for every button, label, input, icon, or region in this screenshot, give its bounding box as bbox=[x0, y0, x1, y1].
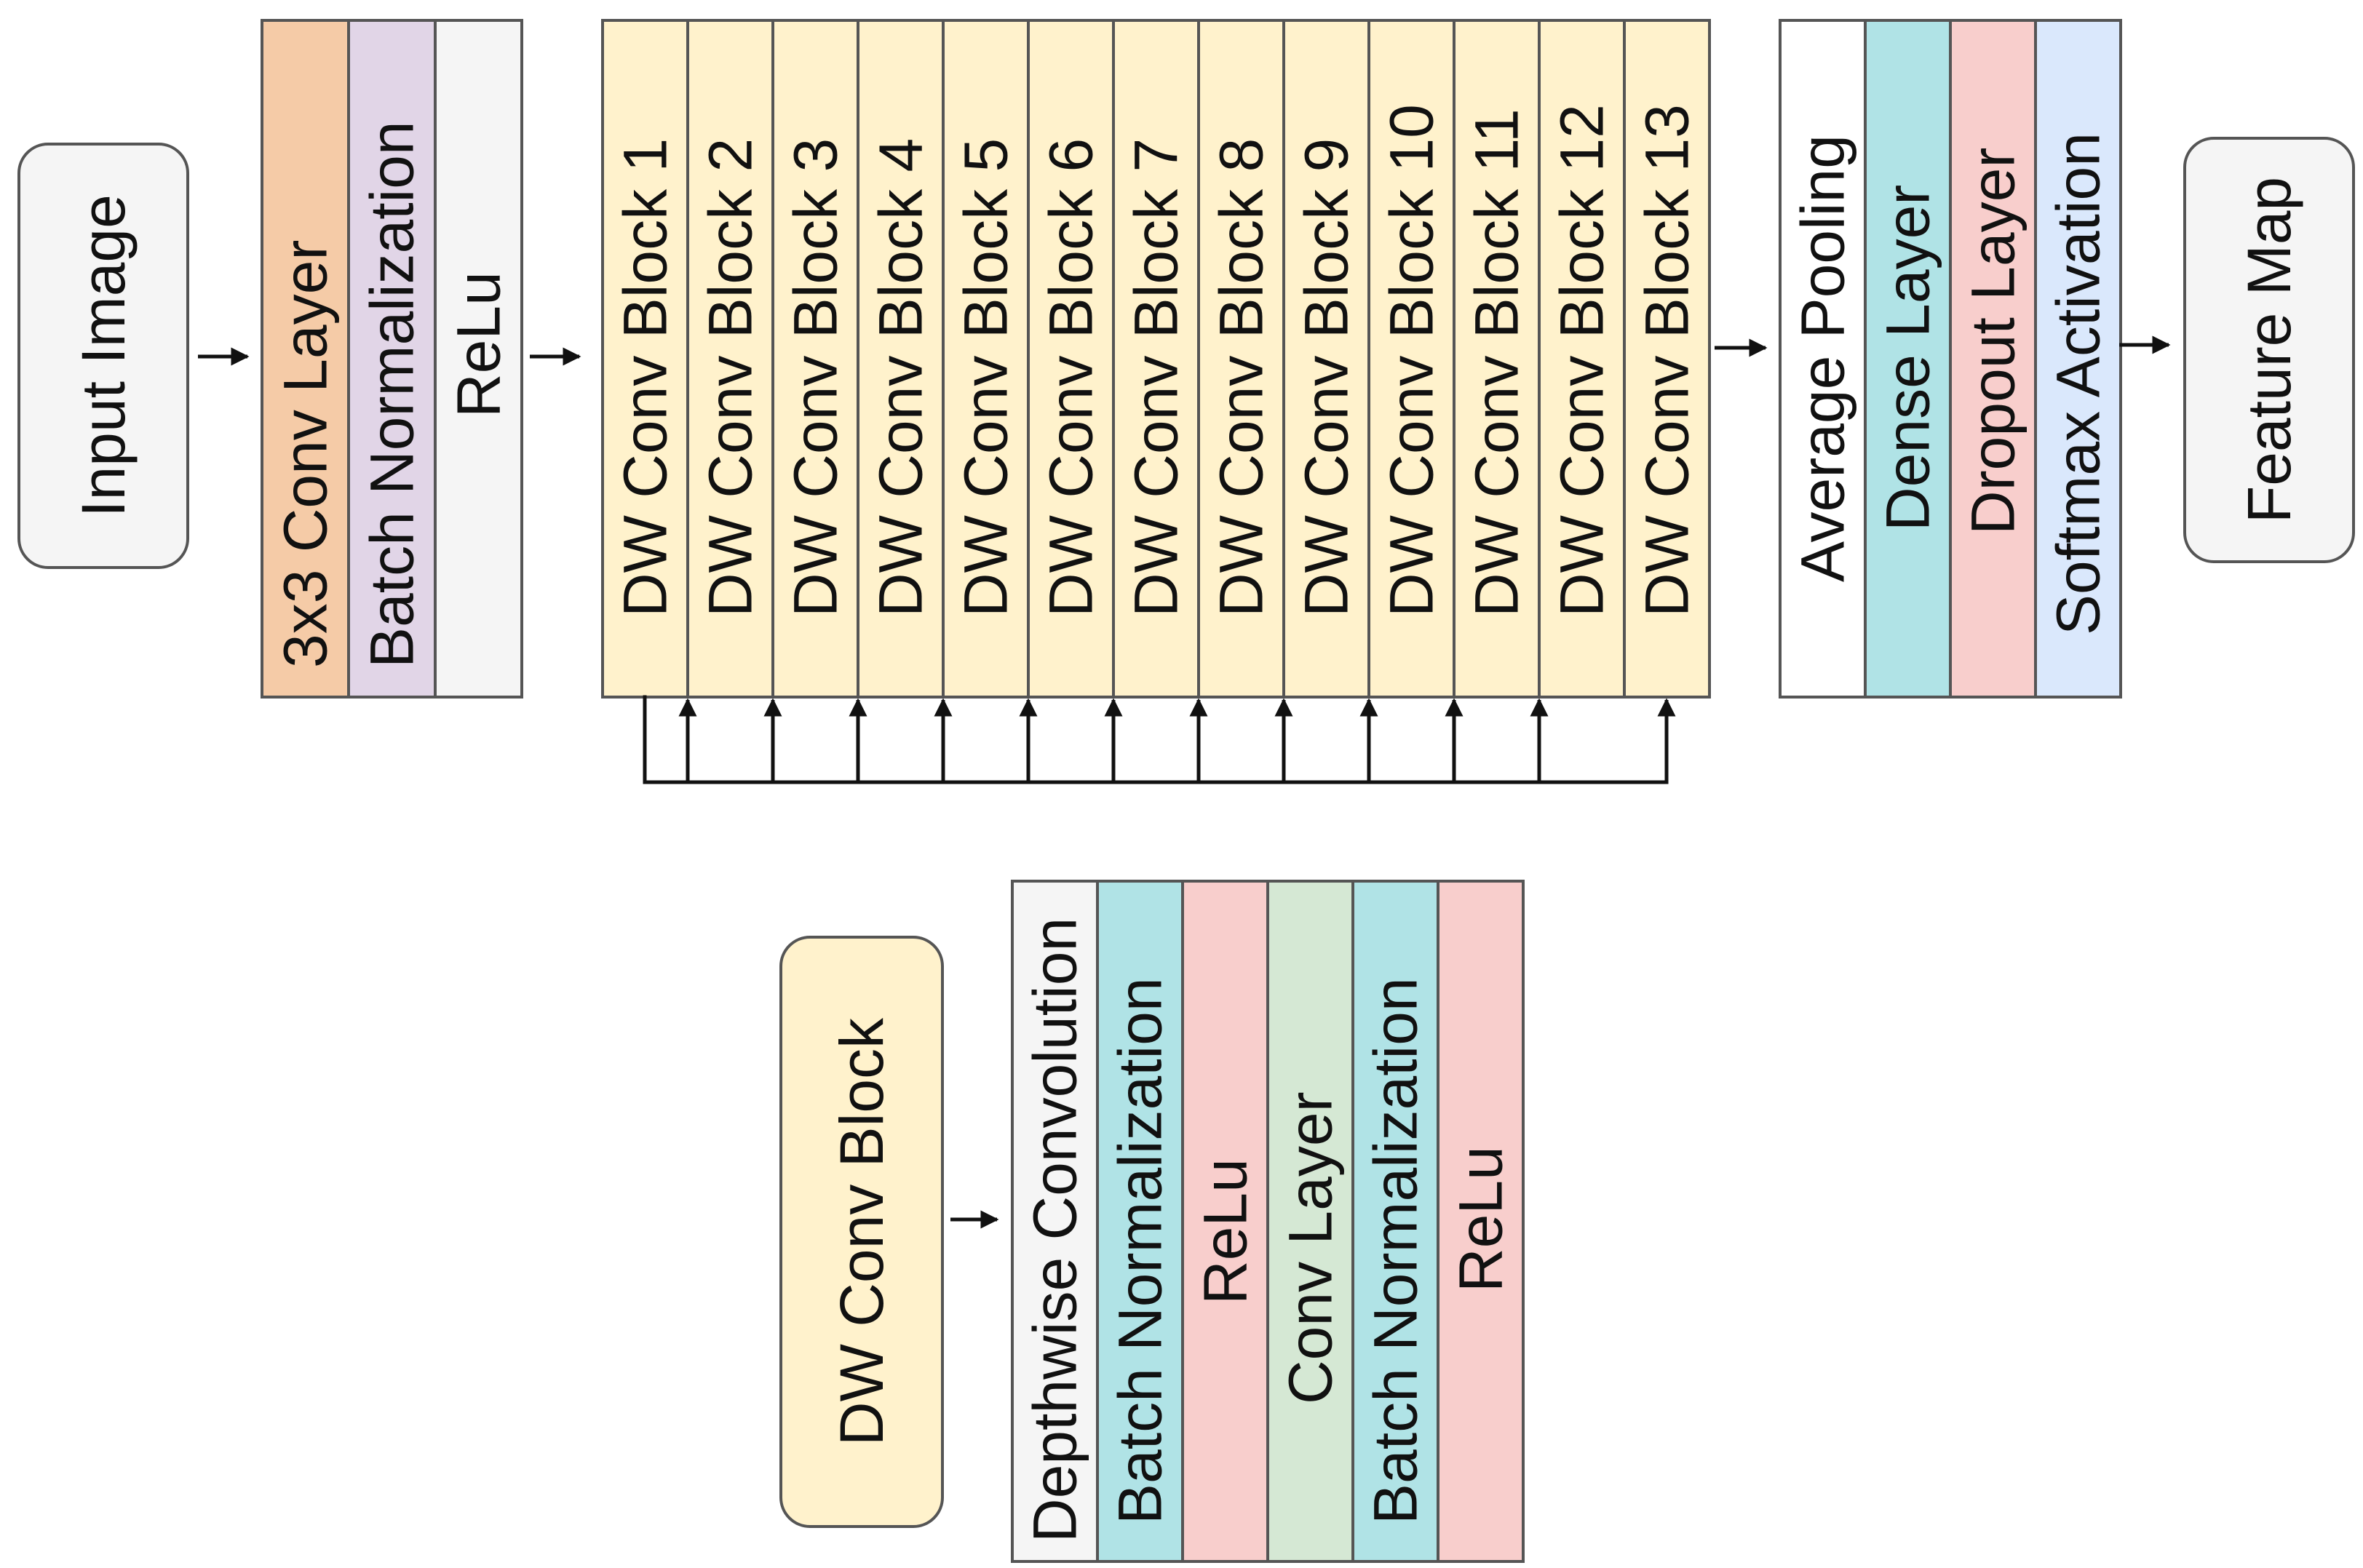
dw-conv-block-7 bbox=[1112, 19, 1200, 699]
dw-conv-block-label-6: DW Conv Block 6 bbox=[1037, 138, 1105, 617]
head-layer-3 bbox=[1949, 19, 2037, 699]
detail-label-6: ReLu bbox=[1447, 1146, 1515, 1292]
stem-layer-2 bbox=[347, 19, 437, 699]
dw-conv-block-detail-label: DW Conv Block bbox=[827, 1017, 896, 1446]
detail-layer-4 bbox=[1266, 880, 1354, 1563]
dw-conv-block-label-4: DW Conv Block 4 bbox=[867, 138, 935, 617]
dw-conv-block-10 bbox=[1367, 19, 1455, 699]
dw-conv-block-3 bbox=[771, 19, 859, 699]
dw-conv-block-label-10: DW Conv Block 10 bbox=[1378, 104, 1446, 617]
head-label-1: Average Pooling bbox=[1789, 135, 1857, 582]
head-label-3: Dropout Layer bbox=[1959, 148, 2028, 535]
dw-conv-block-8 bbox=[1197, 19, 1285, 699]
dw-conv-block-13 bbox=[1623, 19, 1711, 699]
detail-label-2: Batch Normalization bbox=[1106, 977, 1175, 1524]
dw-conv-block-label-5: DW Conv Block 5 bbox=[952, 138, 1020, 617]
dw-conv-block-label-1: DW Conv Block 1 bbox=[611, 138, 680, 617]
dw-conv-block-label-2: DW Conv Block 2 bbox=[696, 138, 765, 617]
dw-conv-block-label-3: DW Conv Block 3 bbox=[782, 138, 850, 617]
dw-conv-block-label-7: DW Conv Block 7 bbox=[1122, 138, 1191, 617]
dw-conv-block-label-12: DW Conv Block 12 bbox=[1548, 104, 1616, 617]
input-image-label: Input Image bbox=[69, 194, 138, 517]
dw-conv-block-11 bbox=[1453, 19, 1541, 699]
stem-layer-1 bbox=[261, 19, 350, 699]
dw-conv-block-9 bbox=[1282, 19, 1370, 699]
stem-layer-3 bbox=[434, 19, 523, 699]
dw-conv-block-2 bbox=[686, 19, 774, 699]
feature-map-box bbox=[2183, 137, 2355, 563]
dw-conv-block-6 bbox=[1027, 19, 1115, 699]
stem-label-2: Batch Normalization bbox=[358, 121, 426, 668]
stem-label-1: 3x3 Conv Layer bbox=[271, 240, 340, 668]
dw-conv-block-detail-box bbox=[779, 936, 944, 1528]
head-label-2: Dense Layer bbox=[1874, 185, 1942, 531]
head-label-4: Softmax Activation bbox=[2044, 132, 2113, 635]
dw-conv-block-label-13: DW Conv Block 13 bbox=[1633, 104, 1701, 617]
dw-conv-block-label-8: DW Conv Block 8 bbox=[1207, 138, 1276, 617]
dw-conv-block-label-11: DW Conv Block 11 bbox=[1463, 108, 1531, 617]
detail-layer-5 bbox=[1351, 880, 1439, 1563]
detail-label-5: Batch Normalization bbox=[1362, 977, 1430, 1524]
detail-layer-3 bbox=[1181, 880, 1269, 1563]
detail-layer-1 bbox=[1011, 880, 1099, 1563]
detail-label-3: ReLu bbox=[1191, 1158, 1260, 1305]
dw-conv-block-12 bbox=[1538, 19, 1626, 699]
detail-layer-2 bbox=[1096, 880, 1184, 1563]
detail-label-1: Depthwise Convolution bbox=[1021, 918, 1089, 1543]
head-layer-1 bbox=[1779, 19, 1867, 699]
stem-label-3: ReLu bbox=[445, 271, 513, 418]
detail-label-4: Conv Layer bbox=[1276, 1091, 1345, 1404]
head-layer-4 bbox=[2034, 19, 2122, 699]
dw-conv-block-5 bbox=[942, 19, 1030, 699]
input-image-box bbox=[17, 143, 189, 569]
head-layer-2 bbox=[1864, 19, 1952, 699]
feature-map-label: Feature Map bbox=[2235, 177, 2303, 523]
detail-layer-6 bbox=[1437, 880, 1525, 1563]
dw-conv-block-label-9: DW Conv Block 9 bbox=[1292, 138, 1361, 617]
